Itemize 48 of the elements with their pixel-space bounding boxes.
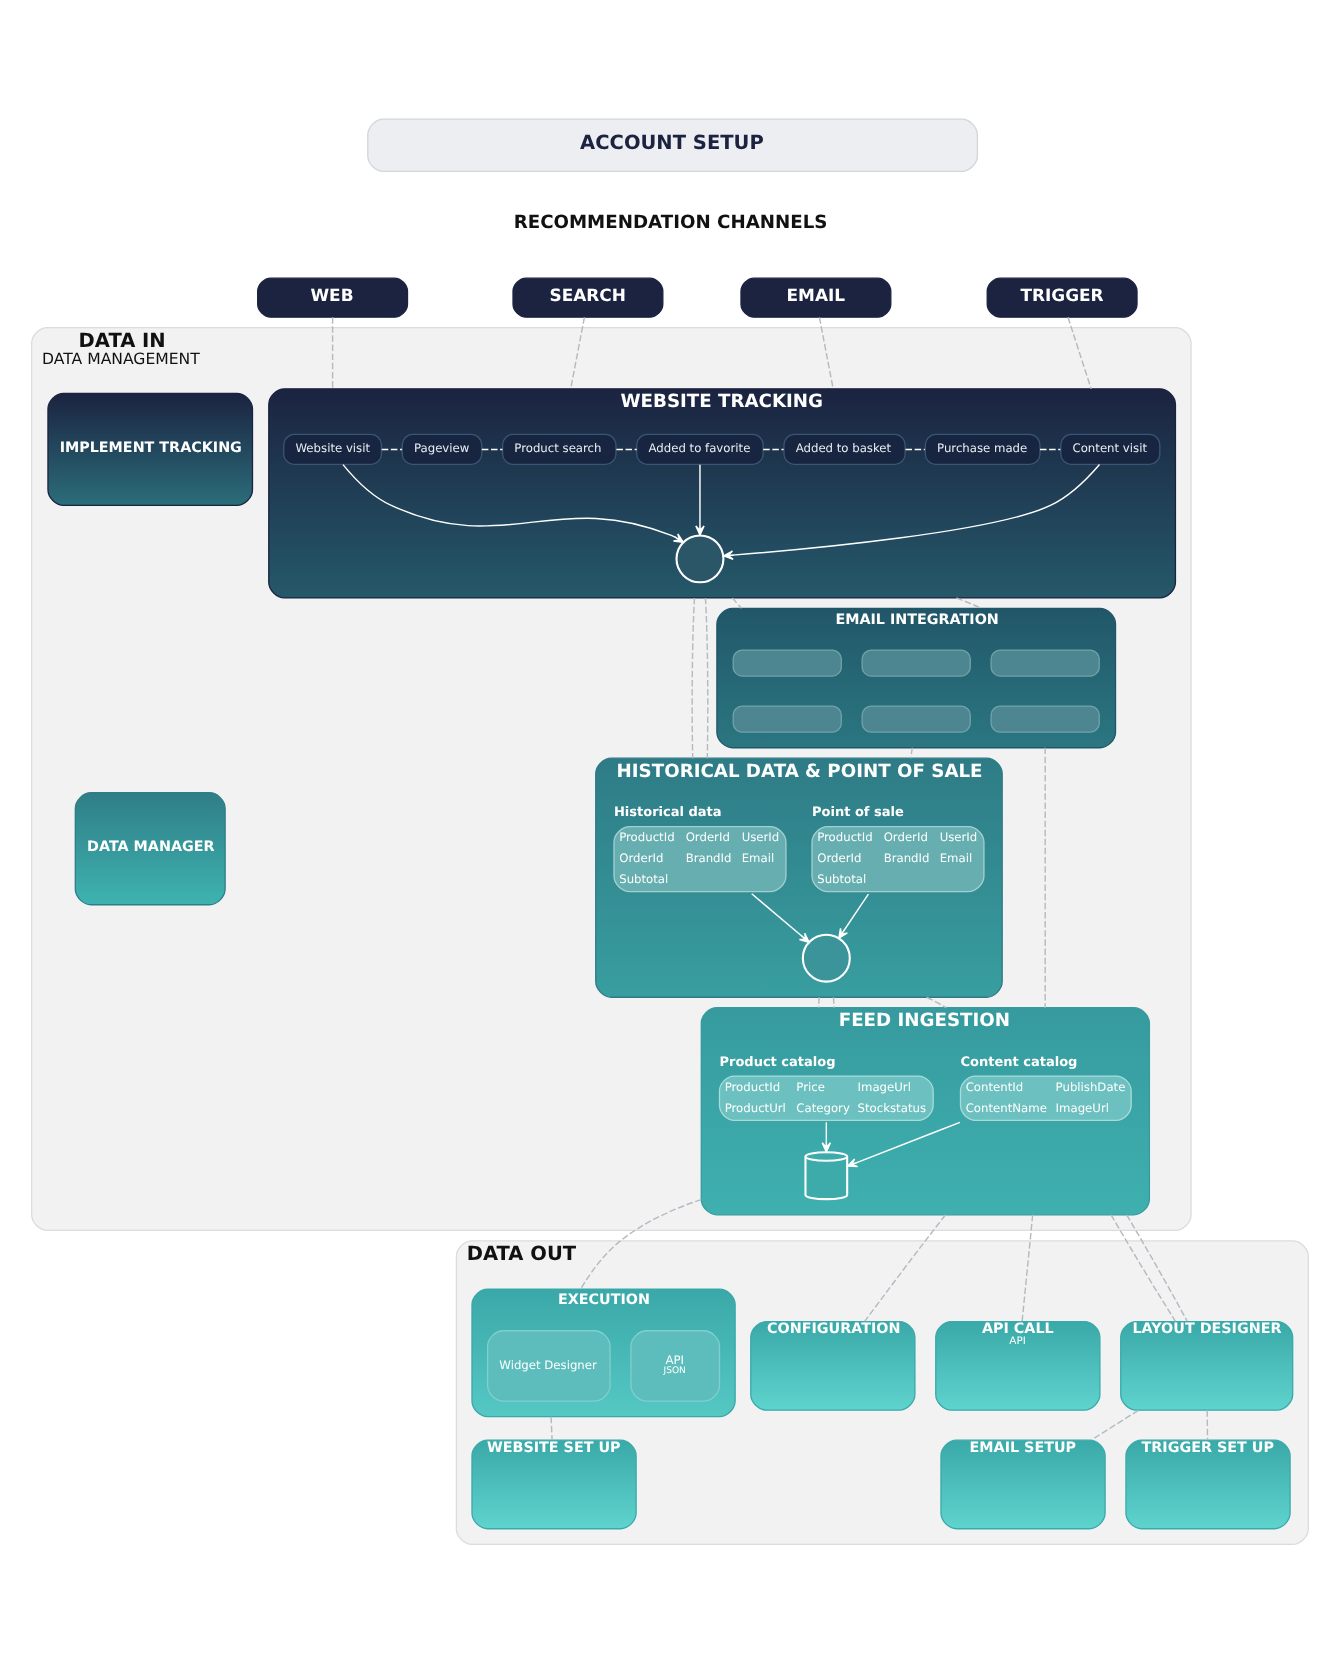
- arrow: [723, 463, 1101, 560]
- connector: [731, 597, 743, 610]
- node-box: [861, 649, 971, 677]
- connector: [691, 597, 696, 759]
- connector: [381, 448, 403, 451]
- node-box: [732, 705, 842, 733]
- node-box: ACCOUNT SETUP: [367, 118, 979, 172]
- node-box: WEB: [257, 277, 409, 318]
- connector: [481, 448, 504, 451]
- label: RECOMMENDATION CHANNELS: [513, 214, 828, 235]
- connector: [1090, 1409, 1140, 1441]
- node-box: [990, 649, 1100, 677]
- node-box: [861, 705, 971, 733]
- connector: [615, 448, 638, 451]
- connector: [955, 597, 983, 610]
- connector: [910, 747, 913, 759]
- node-box: TRIGGER: [986, 277, 1138, 318]
- connector: [1039, 448, 1062, 451]
- arrow: [751, 893, 810, 943]
- node-circle: [675, 534, 725, 584]
- connector: [569, 316, 586, 390]
- arrow: [821, 1121, 832, 1153]
- connector: [818, 316, 834, 390]
- connector: [1206, 1409, 1209, 1441]
- connector: [1125, 1214, 1188, 1322]
- connector: [580, 1198, 702, 1290]
- arrow: [342, 463, 685, 544]
- node-circle: [801, 933, 851, 983]
- connector: [704, 597, 709, 759]
- node-box: EMAIL: [740, 277, 892, 318]
- connector: [904, 448, 926, 451]
- connector: [331, 316, 334, 390]
- connector: [1110, 1214, 1177, 1322]
- connector: [925, 996, 947, 1009]
- connector: [1067, 316, 1092, 390]
- node-box: SEARCH: [512, 277, 664, 318]
- connector: [863, 1214, 947, 1323]
- connector: [762, 448, 785, 451]
- node-box: [732, 649, 842, 677]
- connector: [550, 1416, 553, 1441]
- connector: [832, 996, 835, 1009]
- arrow: [846, 1121, 961, 1168]
- arrow: [695, 464, 705, 536]
- node-box: [990, 705, 1100, 733]
- connector: [1044, 747, 1046, 1009]
- connector: [818, 996, 820, 1009]
- connector: [1021, 1214, 1034, 1322]
- arrow: [838, 893, 870, 939]
